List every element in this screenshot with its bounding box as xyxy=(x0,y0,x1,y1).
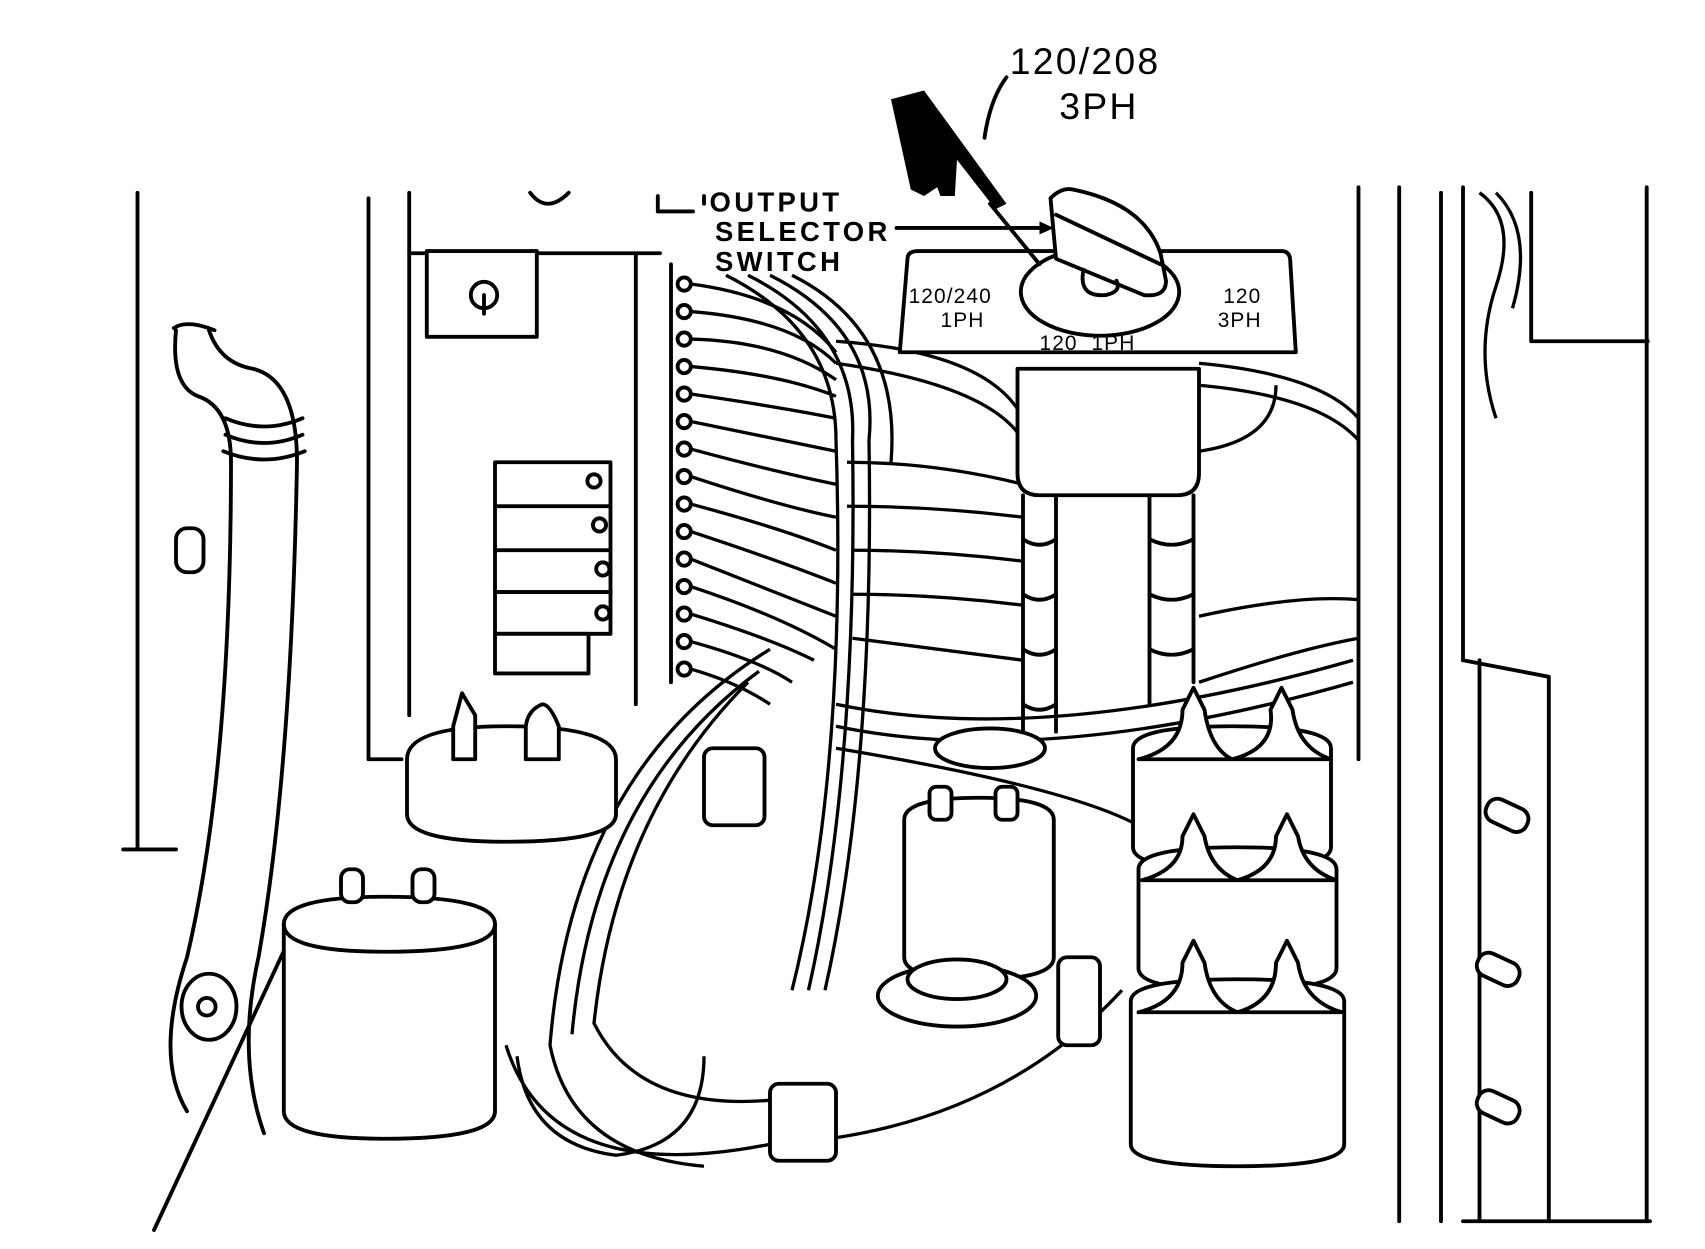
pointing-hand-icon xyxy=(891,75,1009,210)
wire-harness xyxy=(504,273,1360,1168)
callout-switch-line3: SWITCH xyxy=(715,246,843,277)
transformer xyxy=(1015,366,1201,734)
dial-bottom-label: 120 1PH xyxy=(1039,332,1135,355)
callout-switch-line1: OUTPUT xyxy=(710,186,843,217)
side-panel-pins xyxy=(1474,191,1531,1126)
callout-top-line2: 3PH xyxy=(1059,85,1138,127)
callout-switch-line2: SELECTOR xyxy=(715,216,891,247)
callout-arrows xyxy=(655,194,1054,267)
dial-right-line2: 3PH xyxy=(1218,309,1262,332)
terminal-posts xyxy=(675,275,693,678)
cabinet-frame xyxy=(121,185,1652,1232)
capacitors-left xyxy=(281,691,618,1141)
relay-stack xyxy=(493,460,613,676)
selector-switch-plate xyxy=(897,187,1298,355)
terminal-strip xyxy=(669,262,838,706)
toggle-switch-plate xyxy=(424,190,571,339)
capacitors-right xyxy=(1128,685,1347,1169)
capacitors-center xyxy=(702,726,1102,1163)
dial-left-line1: 120/240 xyxy=(909,285,992,308)
callout-top-line1: 120/208 xyxy=(1010,40,1161,82)
dial-right-line1: 120 xyxy=(1223,285,1261,308)
hose xyxy=(168,322,307,1136)
dial-left-line2: 1PH xyxy=(940,309,984,332)
